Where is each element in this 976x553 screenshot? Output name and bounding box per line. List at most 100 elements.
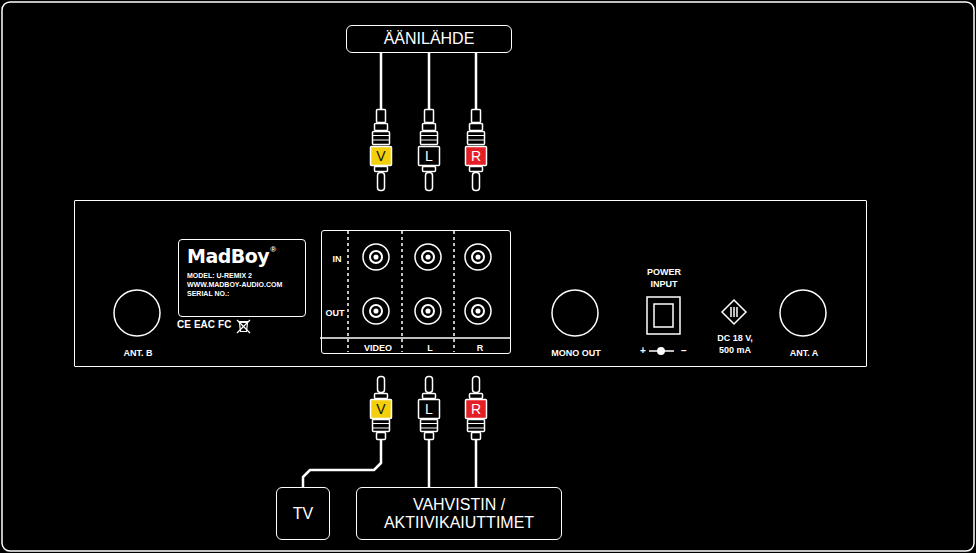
plug-groove (467, 140, 485, 141)
rca-jack-ring (422, 305, 434, 317)
certification-mark: CE (177, 319, 191, 331)
column-label: L (427, 342, 433, 354)
rca-plug: R (464, 109, 488, 191)
rca-jack-pin (476, 309, 480, 313)
plug-shell (375, 167, 388, 172)
plug-color-band (371, 147, 392, 166)
box-label: VAHVISTIN / AKTIIVIKAIUTTIMET (367, 496, 551, 532)
weee-cross (237, 320, 250, 333)
brand-row: MadBoy® (187, 245, 297, 267)
rca-jack (363, 244, 389, 270)
strain-relief (472, 110, 481, 123)
rca-jack (465, 298, 491, 324)
class-bar (730, 307, 732, 317)
strain-relief (377, 433, 386, 440)
plug-groove (467, 428, 485, 429)
plug-pin (473, 173, 480, 191)
output-label: MONO OUT (551, 347, 601, 359)
plug-pin (426, 377, 433, 393)
plug-grip (468, 420, 485, 432)
antenna-label: ANT. B (124, 347, 153, 359)
plug-color-band (466, 147, 487, 166)
cable (428, 53, 431, 109)
rca-jack (363, 298, 389, 324)
polarity-sign: + (640, 345, 646, 357)
power-jack (647, 297, 680, 334)
rca-jack-pin (426, 309, 430, 313)
plug-groove (372, 140, 390, 141)
rca-plug: R (464, 376, 488, 440)
source-box: ÄÄNILÄHDE (346, 25, 512, 53)
rating-label: DC 18 V, 500 mA (711, 332, 759, 356)
plug-groove (420, 135, 438, 136)
plug-shell (423, 167, 436, 172)
rca-jack-pin (426, 255, 430, 259)
row-label: OUT (326, 307, 345, 319)
power-label: POWER INPUT (642, 266, 686, 290)
rca-plug: L (417, 376, 441, 440)
channel-letter: L (418, 146, 440, 166)
cable (428, 440, 431, 487)
strain-relief (377, 110, 386, 123)
plug-shell (470, 394, 483, 399)
rca-jack (465, 244, 491, 270)
rca-plug: V (369, 376, 393, 440)
plug-grip (421, 132, 438, 145)
weee-cross (237, 320, 250, 333)
class-bar (736, 307, 738, 317)
column-label: VIDEO (364, 342, 392, 354)
plate-text: MODEL: U-REMIX 2 (187, 271, 297, 280)
cables (303, 53, 476, 487)
device-box: TV (276, 487, 330, 540)
plug-grip (373, 420, 390, 432)
polarity-dot (658, 348, 664, 354)
plug-grip (373, 132, 390, 145)
plug-groove (372, 423, 390, 424)
box-label: TV (293, 505, 313, 523)
rca-jack (415, 244, 441, 270)
jack-row-line (320, 337, 510, 339)
jack-divider (347, 231, 349, 352)
rca-jack-panel: IN OUT VIDEO L R (321, 230, 511, 354)
cable (380, 53, 383, 109)
row-label: IN (333, 253, 342, 265)
plug-grip (468, 132, 485, 145)
rca-jack-pin (374, 255, 378, 259)
plug-groove (420, 140, 438, 141)
channel-letter: V (370, 399, 392, 419)
device-box: VAHVISTIN / AKTIIVIKAIUTTIMET (356, 487, 562, 540)
channel-letter: R (465, 146, 487, 166)
power-jack-inner (654, 304, 673, 327)
cable (303, 440, 381, 487)
certification-mark: FC (218, 319, 231, 331)
device-rear-panel: ANT. B MONO OUT POWER INPUT DC 18 V, 500 mA… (74, 200, 867, 367)
strain-relief (425, 433, 434, 440)
plug-pin (378, 173, 385, 191)
class-bar (733, 307, 735, 317)
class-diamond (722, 300, 746, 324)
rca-jack-ring (370, 251, 382, 263)
rca-jack-ring (422, 251, 434, 263)
plug-pin (378, 377, 385, 393)
rca-jack-ring (370, 305, 382, 317)
polarity-sign: − (681, 345, 687, 357)
antenna-socket (780, 290, 826, 336)
plate-text: SERIAL NO.: (187, 289, 297, 298)
plug-groove (420, 428, 438, 429)
plug-groove (372, 428, 390, 429)
plug-grip (421, 420, 438, 432)
plug-pin (426, 173, 433, 191)
plug-color-band (419, 400, 440, 419)
plug-groove (372, 135, 390, 136)
rca-plug: L (417, 109, 441, 191)
strain-relief (472, 433, 481, 440)
column-label: R (477, 342, 484, 354)
channel-letter: L (418, 399, 440, 419)
channel-letter: R (465, 399, 487, 419)
rca-jack-ring (472, 251, 484, 263)
mono-out-socket (552, 290, 598, 336)
